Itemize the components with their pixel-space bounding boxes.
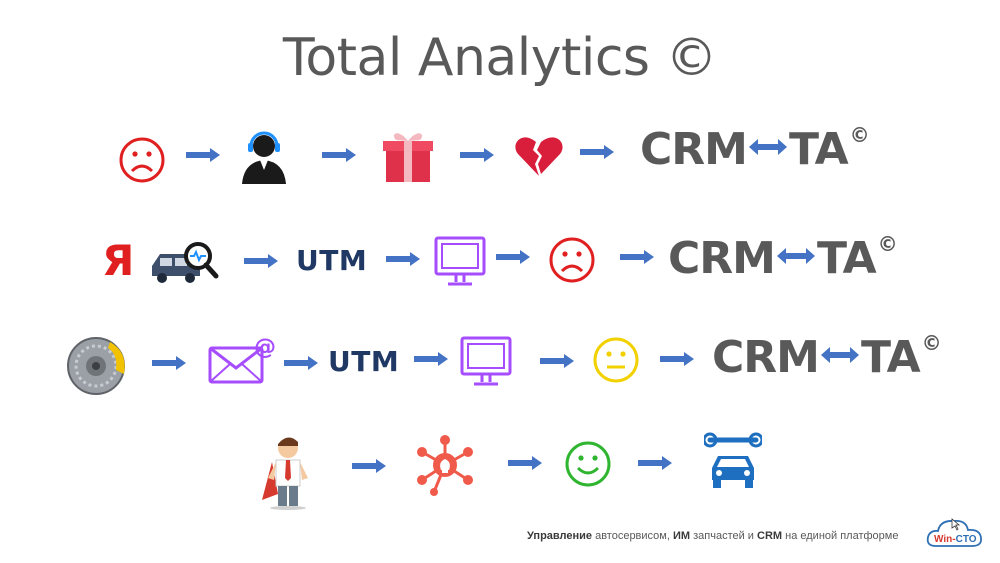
car-service-icon [704,432,762,488]
footer-bold-3: CRM [757,530,783,542]
arrow-icon [186,148,220,162]
footer-tagline: Управление автосервисом, ИМ запчастей и … [527,530,898,542]
arrow-icon [284,356,318,370]
footer-bold-1: Управление [527,530,593,542]
wincto-logo [926,518,982,547]
neutral-face-icon [593,337,639,383]
ta-text: TA [788,124,849,175]
utm-label: UTM [296,244,368,277]
footer-text-1: автосервисом, [592,530,673,542]
email-icon: @ [208,335,276,384]
footer-text-2: запчастей и [690,530,758,542]
crm-ta-label: CRM TA© [640,123,870,175]
arrow-icon [540,354,574,368]
car-search-icon [152,242,219,283]
monitor-icon [460,336,512,386]
sad-face-icon [119,137,165,183]
arrow-icon [638,456,672,470]
copyright-mark: © [877,232,898,257]
footer-text-3: на единой платформе [782,530,899,542]
network-idea-icon [417,435,473,496]
arrow-icon [414,352,448,366]
arrow-icon [386,252,420,266]
copyright-mark: © [849,123,870,148]
broken-heart-icon [515,137,563,176]
double-arrow-icon [776,248,815,264]
arrow-icon [508,456,542,470]
copyright-mark: © [921,331,942,356]
utm-label: UTM [328,345,400,378]
svg-text:@: @ [254,335,276,360]
ta-text: TA [860,332,921,383]
crm-ta-label: CRM TA© [668,232,898,284]
crm-text: CRM [712,332,820,383]
happy-face-icon [565,441,611,487]
arrow-icon [660,352,694,366]
brake-disc-icon [67,337,125,395]
arrow-icon [580,145,614,159]
crm-text: CRM [668,233,776,284]
double-arrow-icon [748,139,787,155]
support-agent-icon [242,131,286,184]
logo-brand-left: Win [934,534,953,545]
superhero-man-icon [262,437,308,510]
monitor-icon [434,236,486,286]
arrow-icon [322,148,356,162]
arrow-icon [460,148,494,162]
arrow-icon [620,250,654,264]
gift-box-icon [383,133,433,182]
sad-face-icon [549,237,595,283]
double-arrow-icon [820,347,859,363]
logo-brand-right: CTO [955,534,977,545]
arrow-icon [352,459,386,473]
arrow-icon [244,254,278,268]
crm-text: CRM [640,124,748,175]
arrow-icon [496,250,530,264]
crm-ta-label: CRM TA© [712,331,942,383]
logo-text: Win-CTO [934,534,977,545]
yandex-icon: Я [102,236,135,285]
ta-text: TA [816,233,877,284]
page-title: Total Analytics © [282,28,718,88]
arrow-icon [152,356,186,370]
footer-bold-2: ИМ [672,530,691,542]
